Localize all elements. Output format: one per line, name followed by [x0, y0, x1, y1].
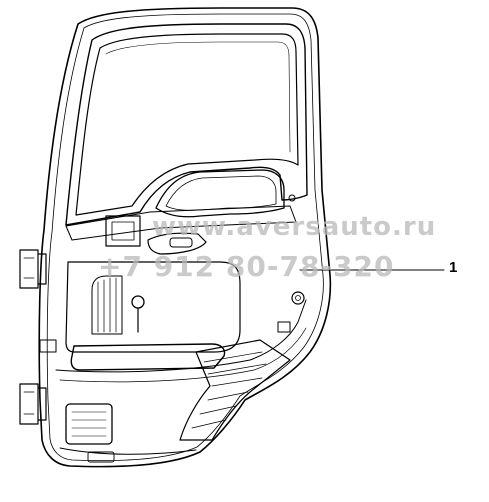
bottom-seal: [59, 447, 197, 455]
callout-1-label: 1: [449, 259, 458, 276]
window-glass: [75, 33, 299, 216]
striker-bolt: [291, 291, 305, 305]
watermark-url: www.aversauto.ru: [152, 212, 437, 242]
watermark-phone: +7 912 80-78-320: [98, 250, 395, 283]
inner-handle: [169, 237, 193, 248]
step-rib-4: [207, 391, 249, 401]
step-rib-5: [199, 405, 237, 415]
latch-bracket: [277, 321, 291, 333]
door-check-arm: [39, 339, 57, 353]
door-step: [179, 339, 291, 441]
switch-panel: [105, 215, 141, 247]
striker-bolt-inner: [295, 295, 301, 301]
window-glass-reflection: [105, 41, 291, 153]
inner-handle-pocket: [147, 232, 207, 255]
drain-plug: [87, 451, 115, 463]
upper-trim-band: [65, 205, 297, 241]
step-rib-2: [207, 363, 267, 375]
armrest-trim: [155, 169, 285, 218]
reinforcement-line: [59, 327, 307, 383]
inner-structure: [55, 299, 307, 373]
step-rib-6: [191, 419, 227, 429]
lower-hinge: [19, 383, 47, 425]
door-outer-outline: [38, 7, 332, 468]
armrest-inner: [165, 175, 277, 211]
mirror-mount: [288, 194, 296, 202]
door-flange-line: [46, 13, 324, 462]
window-frame-outer: [65, 23, 308, 226]
speaker-grille: [91, 275, 123, 335]
map-pocket: [70, 343, 226, 371]
step-rib-1: [203, 351, 263, 363]
step-rib-3: [211, 377, 263, 387]
lower-vent: [65, 403, 113, 445]
lock-knob: [131, 295, 145, 309]
trim-panel-main: [65, 261, 241, 353]
upper-hinge: [19, 249, 47, 289]
switch-panel-inner: [111, 221, 135, 241]
